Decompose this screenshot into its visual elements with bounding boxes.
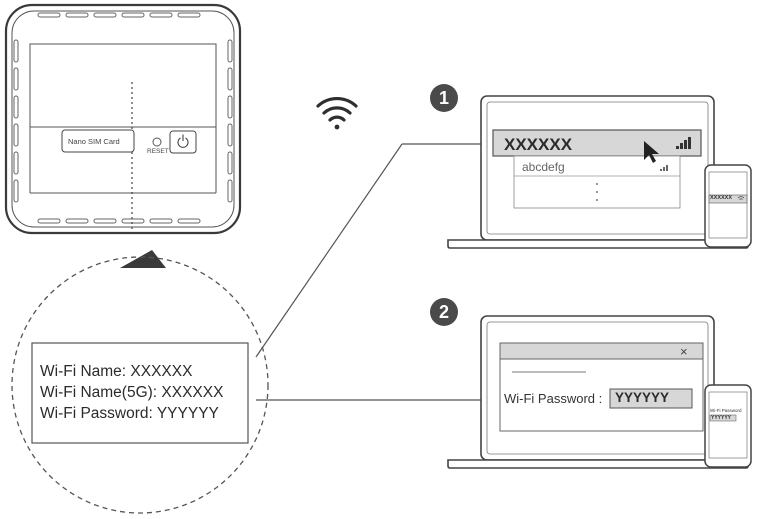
signal-small-icon xyxy=(660,165,668,171)
close-icon[interactable]: × xyxy=(680,344,688,359)
selected-network-name[interactable]: XXXXXX xyxy=(504,135,573,154)
phone-network-name: XXXXXX xyxy=(710,195,733,201)
password-field[interactable] xyxy=(609,388,693,409)
zoom-circle xyxy=(11,256,269,514)
signal-icon xyxy=(676,137,691,149)
other-network-name[interactable]: abcdefg xyxy=(522,160,565,174)
sim-slot-label: Nano SIM Card xyxy=(68,137,120,146)
wifi-name-5g-text: Wi-Fi Name(5G): XXXXXX xyxy=(40,384,224,401)
selected-network-row[interactable] xyxy=(492,129,702,157)
password-label: Wi-Fi Password : xyxy=(504,391,603,406)
cursor-icon xyxy=(644,141,659,163)
dialog-titlebar xyxy=(499,342,704,360)
phone-2 xyxy=(704,384,752,468)
wifi-name-text: Wi-Fi Name: XXXXXX xyxy=(40,363,193,380)
phone-password-label: Wi-Fi Password xyxy=(710,408,742,413)
wifi-password-text: Wi-Fi Password: YYYYYY xyxy=(40,405,219,422)
phone-1 xyxy=(704,164,752,248)
reset-label: RESET xyxy=(147,148,169,155)
power-icon xyxy=(177,134,189,148)
phone-password-value: YYYYYY xyxy=(711,415,732,421)
connector-line-1 xyxy=(255,143,403,358)
router xyxy=(4,3,242,235)
step-1-badge: 1 xyxy=(430,84,458,112)
password-value[interactable]: YYYYYY xyxy=(615,390,670,405)
wifi-icon xyxy=(316,96,358,130)
wifi-label-card xyxy=(31,342,249,444)
more-networks-dots xyxy=(596,183,598,201)
pointer-triangle xyxy=(120,250,166,268)
step-2-badge: 2 xyxy=(430,298,458,326)
